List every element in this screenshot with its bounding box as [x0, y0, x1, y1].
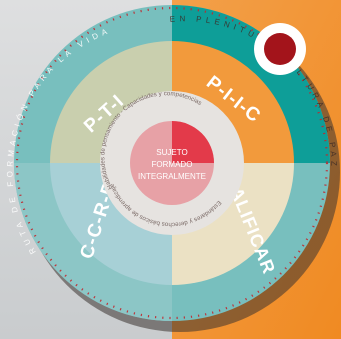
outer-dots [15, 6, 329, 320]
center-line-2: FORMADO [152, 160, 193, 169]
badge-red-dot [264, 33, 296, 65]
center-accent [172, 121, 214, 163]
center-line-3: INTEGRALMENTE [138, 172, 206, 181]
center-line-1: SUJETO [156, 148, 187, 157]
